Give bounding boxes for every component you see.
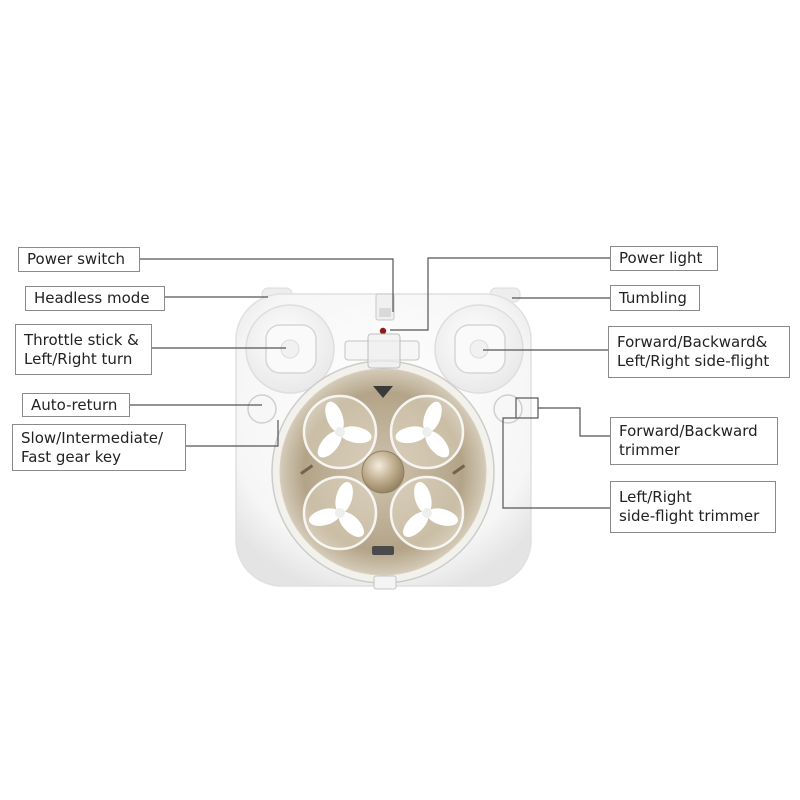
label-text-line2: Left/Right side-flight [617,352,770,370]
label-forward-backward-side-flight: Forward/Backward& Left/Right side-flight [608,326,790,378]
logo-mark-top [373,386,393,398]
bottom-clip [373,575,397,590]
label-forward-backward-trimmer: Forward/Backward trimmer [610,417,778,465]
leader-side-flight-trimmer [502,417,610,509]
label-throttle-stick: Throttle stick & Left/Right turn [15,324,152,375]
arrow-mark-left [300,464,314,475]
label-text-line1: Slow/Intermediate/ [21,428,164,447]
drone-compartment [271,360,495,584]
leader-power-switch [140,258,394,312]
arrow-mark-right [452,464,466,475]
label-text-line2: trimmer [619,441,680,459]
label-gear-key: Slow/Intermediate/ Fast gear key [12,424,186,471]
propeller-top-left [302,394,378,470]
label-text-line2: Left/Right turn [24,349,133,368]
power-light-indicator [379,327,387,335]
leader-forward-backward-trimmer [538,407,610,437]
label-text-line2: Fast gear key [21,447,122,466]
left-joystick [245,304,335,394]
label-headless-mode: Headless mode [25,286,165,311]
label-text: Auto-return [31,395,118,414]
trimmer-button [493,394,523,424]
label-power-switch: Power switch [18,247,140,272]
propeller-top-right [389,394,465,470]
power-switch-slider [379,308,391,317]
label-text-line1: Throttle stick & [24,330,139,349]
label-text: Power switch [27,250,126,268]
drone-hub [361,450,405,494]
label-text: Power light [619,249,703,267]
logo-mark-bottom [372,546,394,555]
propeller-bottom-right [389,475,465,551]
label-text: Tumbling [619,288,687,307]
propeller-bottom-left [302,475,378,551]
label-power-light: Power light [610,246,718,271]
label-auto-return: Auto-return [22,393,130,417]
label-text-line1: Forward/Backward [619,422,758,440]
label-text-line1: Forward/Backward& [617,333,768,351]
right-joystick [434,304,524,394]
label-side-flight-trimmer: Left/Right side-flight trimmer [610,481,776,533]
leader-power-light [390,257,610,331]
label-text-line2: side-flight trimmer [619,507,760,525]
label-text: Headless mode [34,289,150,307]
top-clip-hinge [367,333,401,369]
label-tumbling: Tumbling [610,285,700,311]
label-text-line1: Left/Right [619,488,692,506]
auto-return-button [247,394,277,424]
leader-gear-key [186,420,279,447]
